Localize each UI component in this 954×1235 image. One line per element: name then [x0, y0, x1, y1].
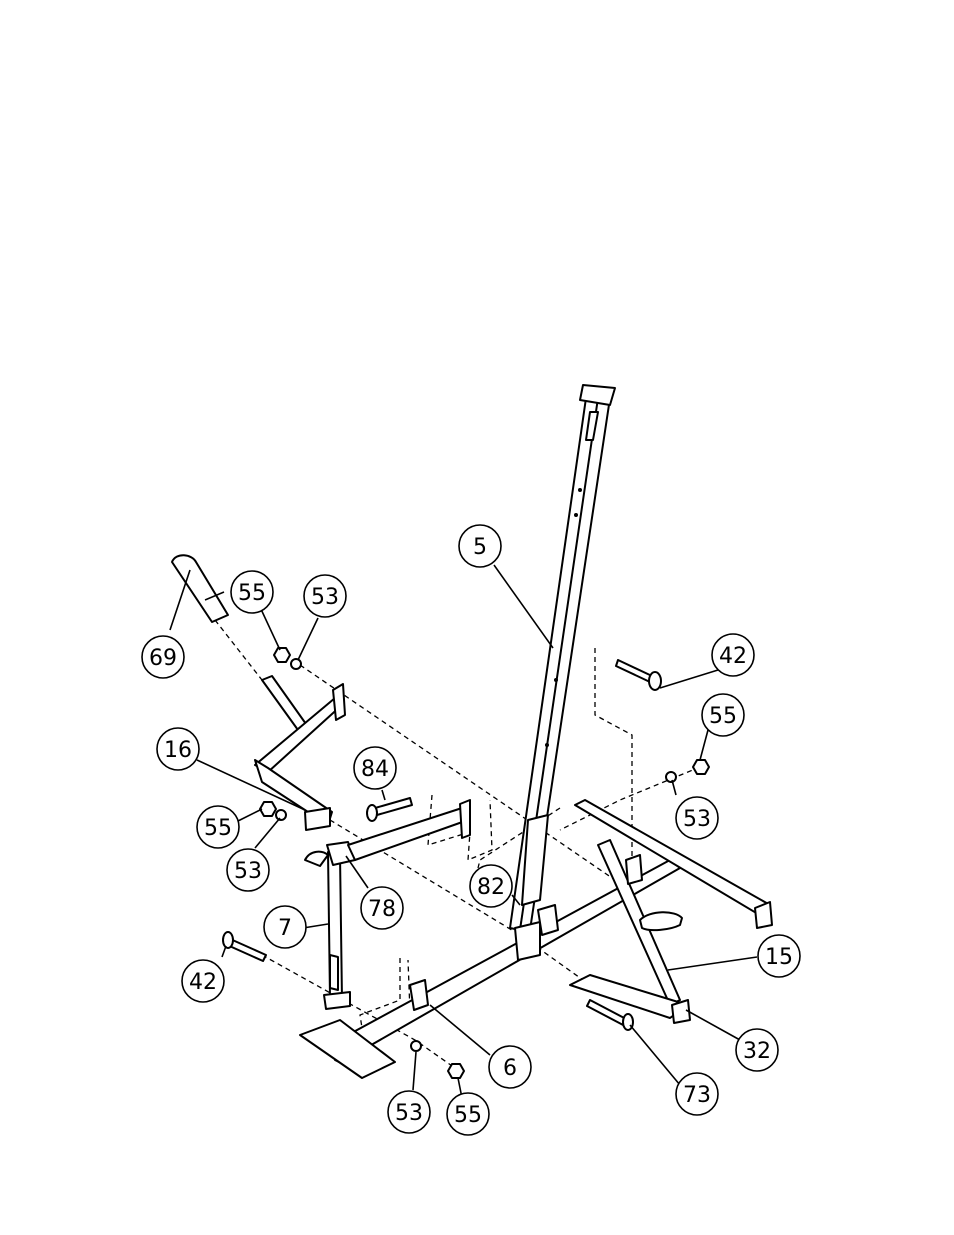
callout-5: 5 [459, 525, 501, 567]
callout-69: 69 [142, 636, 184, 678]
callout-84: 84 [354, 747, 396, 789]
callout-7: 7 [264, 906, 306, 948]
callout-53-upper-right: 53 [676, 797, 718, 839]
svg-text:53: 53 [311, 585, 339, 610]
callout-16: 16 [157, 728, 199, 770]
callout-55-mid-left: 55 [197, 806, 239, 848]
svg-text:42: 42 [189, 970, 217, 995]
callout-15: 15 [758, 935, 800, 977]
callout-55-upper-left: 55 [231, 571, 273, 613]
svg-text:55: 55 [454, 1103, 482, 1128]
callout-42-upper: 42 [712, 634, 754, 676]
svg-text:15: 15 [765, 945, 793, 970]
svg-text:32: 32 [743, 1039, 771, 1064]
svg-text:55: 55 [204, 816, 232, 841]
svg-text:16: 16 [164, 738, 192, 763]
svg-text:55: 55 [238, 581, 266, 606]
svg-text:82: 82 [477, 875, 505, 900]
svg-text:53: 53 [395, 1101, 423, 1126]
callout-53-mid-left: 53 [227, 849, 269, 891]
seat-support-part-7 [305, 842, 355, 1009]
callout-53-upper-left: 53 [304, 575, 346, 617]
svg-text:53: 53 [234, 859, 262, 884]
grip-handle-part-69 [172, 555, 228, 622]
callout-82: 82 [470, 865, 512, 907]
bolt-part-42-lower [223, 932, 266, 961]
svg-text:69: 69 [149, 646, 177, 671]
svg-text:6: 6 [503, 1056, 517, 1081]
callout-53-bottom: 53 [388, 1091, 430, 1133]
svg-text:73: 73 [683, 1083, 711, 1108]
callout-73: 73 [676, 1073, 718, 1115]
svg-text:5: 5 [473, 535, 487, 560]
svg-text:55: 55 [709, 704, 737, 729]
bolt-part-42-upper [616, 660, 661, 690]
callout-6: 6 [489, 1046, 531, 1088]
bolt-part-84 [367, 798, 412, 821]
callout-42-lower: 42 [182, 960, 224, 1002]
svg-text:78: 78 [368, 897, 396, 922]
callout-55-upper-right: 55 [702, 694, 744, 736]
callout-55-bottom: 55 [447, 1093, 489, 1135]
callout-78: 78 [361, 887, 403, 929]
svg-text:7: 7 [278, 916, 292, 941]
cross-tube-part-78 [348, 800, 470, 860]
svg-text:84: 84 [361, 757, 389, 782]
svg-text:53: 53 [683, 807, 711, 832]
svg-text:42: 42 [719, 644, 747, 669]
callout-32: 32 [736, 1029, 778, 1071]
